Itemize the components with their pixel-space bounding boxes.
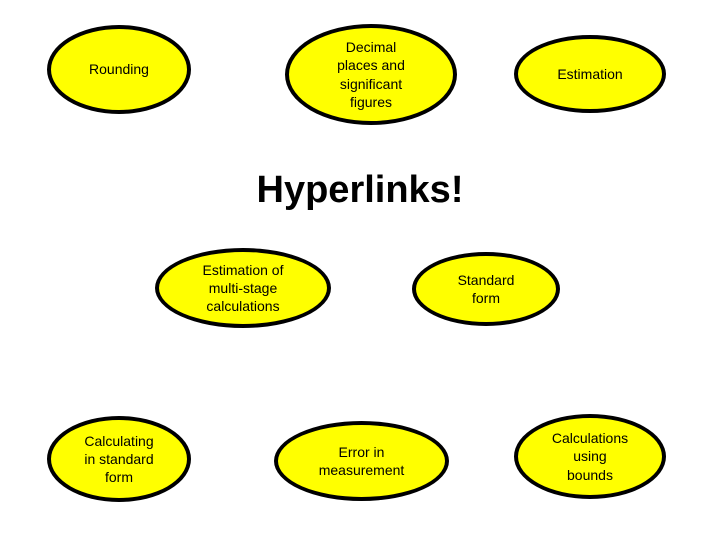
node-decimal-places-label: Decimal places and significant figures bbox=[337, 39, 405, 110]
node-estimation-multi-label: Estimation of multi-stage calculations bbox=[202, 261, 284, 315]
node-standard-form[interactable]: Standard form bbox=[412, 252, 560, 326]
node-error-in-measurement[interactable]: Error in measurement bbox=[274, 421, 449, 501]
node-calculating-in-standard-form[interactable]: Calculating in standard form bbox=[47, 416, 191, 502]
node-error-measurement-label: Error in measurement bbox=[318, 443, 405, 478]
node-estimation-of-multi-stage-calculations[interactable]: Estimation of multi-stage calculations bbox=[155, 248, 331, 328]
node-calculations-using-bounds[interactable]: Calculations using bounds bbox=[514, 414, 666, 499]
node-decimal-places-and-significant-figures[interactable]: Decimal places and significant figures bbox=[285, 24, 457, 125]
node-rounding[interactable]: Rounding bbox=[47, 25, 191, 114]
node-calculating-std-label: Calculating in standard form bbox=[84, 432, 154, 486]
node-standard-form-label: Standard form bbox=[457, 271, 515, 306]
node-estimation-label: Estimation bbox=[557, 65, 623, 82]
node-rounding-label: Rounding bbox=[89, 61, 149, 78]
node-calculations-bounds-label: Calculations using bounds bbox=[551, 430, 629, 483]
page-title: Hyperlinks! bbox=[256, 169, 464, 211]
node-estimation[interactable]: Estimation bbox=[514, 35, 666, 113]
